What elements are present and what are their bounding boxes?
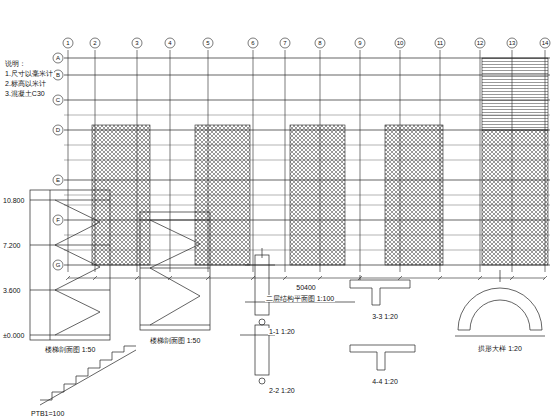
axis-number: 11	[436, 40, 444, 46]
elevation: 10.800	[2, 197, 25, 204]
axis-number: 8	[317, 40, 322, 46]
axis-number: 14	[541, 40, 550, 46]
axis-number: 9	[357, 40, 362, 46]
stair-note: PTB1=100	[30, 410, 65, 417]
axis-letter: G	[55, 262, 62, 268]
axis-letter: C	[55, 97, 61, 103]
axis-number: 6	[250, 40, 255, 46]
axis-letter: D	[55, 127, 61, 133]
axis-number: 12	[476, 40, 485, 46]
axis-letter: E	[55, 177, 61, 183]
section-title: 楼梯剖面图 1:50	[149, 337, 202, 344]
plan-title: 二层结构平面图 1:100	[265, 295, 335, 302]
axis-number: 13	[508, 40, 517, 46]
note: 3.混凝土C30	[4, 90, 46, 97]
elevation: 7.200	[2, 242, 22, 249]
dimension: 50400	[295, 284, 316, 291]
note: 2.标高以米计	[4, 80, 47, 87]
elevation: 3.600	[2, 287, 22, 294]
detail-title: 4-4 1:20	[371, 378, 399, 385]
axis-number: 2	[92, 40, 97, 46]
axis-number: 3	[134, 40, 139, 46]
axis-letter: A	[55, 55, 61, 61]
note: 1.尺寸以毫米计	[4, 70, 54, 77]
axis-letter: B	[55, 72, 61, 78]
axis-number: 5	[205, 40, 210, 46]
axis-number: 4	[167, 40, 172, 46]
axis-letter: F	[55, 217, 61, 223]
elevation: ±0.000	[2, 332, 25, 339]
detail-title: 3-3 1:20	[371, 313, 399, 320]
section-title: 楼梯剖面图 1:50	[44, 346, 97, 353]
detail-title: 1-1 1:20	[268, 328, 296, 335]
axis-number: 7	[282, 40, 287, 46]
axis-number: 10	[396, 40, 405, 46]
detail-title: 拱形大样 1:20	[477, 345, 523, 352]
note-heading: 说明：	[4, 60, 27, 67]
detail-title: 2-2 1:20	[268, 387, 296, 394]
axis-number: 1	[65, 40, 70, 46]
